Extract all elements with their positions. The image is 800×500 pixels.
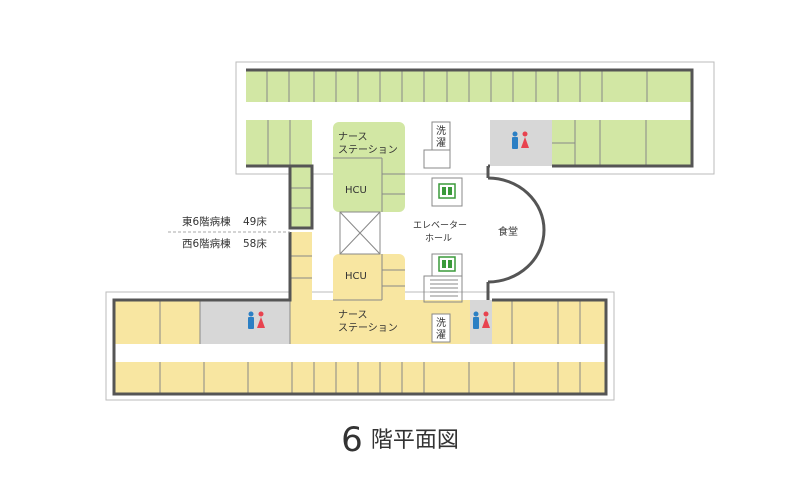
east-ward-beds: 49床 xyxy=(243,215,267,228)
building-outline xyxy=(105,61,715,401)
west-ward-name: 西6階病棟 xyxy=(182,237,231,250)
laundry-label: 濯 xyxy=(436,137,446,149)
floor-number: 6 xyxy=(341,420,365,460)
restroom-icon xyxy=(248,311,265,329)
nurse-station-label-line1: ナース xyxy=(338,309,368,321)
elevator-hall-label: ホール xyxy=(425,233,452,244)
dining-label: 食堂 xyxy=(498,225,518,238)
laundry-label: 洗 xyxy=(436,317,446,329)
floor-title-text: 階平面図 xyxy=(370,428,459,453)
restroom-icon xyxy=(473,311,490,329)
elevator-icon xyxy=(438,183,456,199)
west-ward-area xyxy=(112,232,608,396)
nurse-station-label-line1: ナース xyxy=(338,131,368,143)
hcu-label: HCU xyxy=(345,271,367,282)
elevator-icon xyxy=(438,256,456,272)
restroom-east xyxy=(490,120,552,166)
laundry-label: 濯 xyxy=(436,329,446,341)
elevator-hall-label: エレベーター xyxy=(413,220,467,231)
restroom-west-right xyxy=(470,300,492,344)
nurse-station-label-line2: ステーション xyxy=(338,145,398,156)
nurse-station-label-line2: ステーション xyxy=(338,323,398,334)
east-ward-area xyxy=(246,68,694,230)
hcu-label: HCU xyxy=(345,185,367,196)
restroom-west-left xyxy=(200,300,290,344)
laundry-label: 洗 xyxy=(436,125,446,137)
restroom-icon xyxy=(512,131,529,149)
east-ward-name: 東6階病棟 xyxy=(182,215,231,228)
west-ward-beds: 58床 xyxy=(243,237,267,250)
